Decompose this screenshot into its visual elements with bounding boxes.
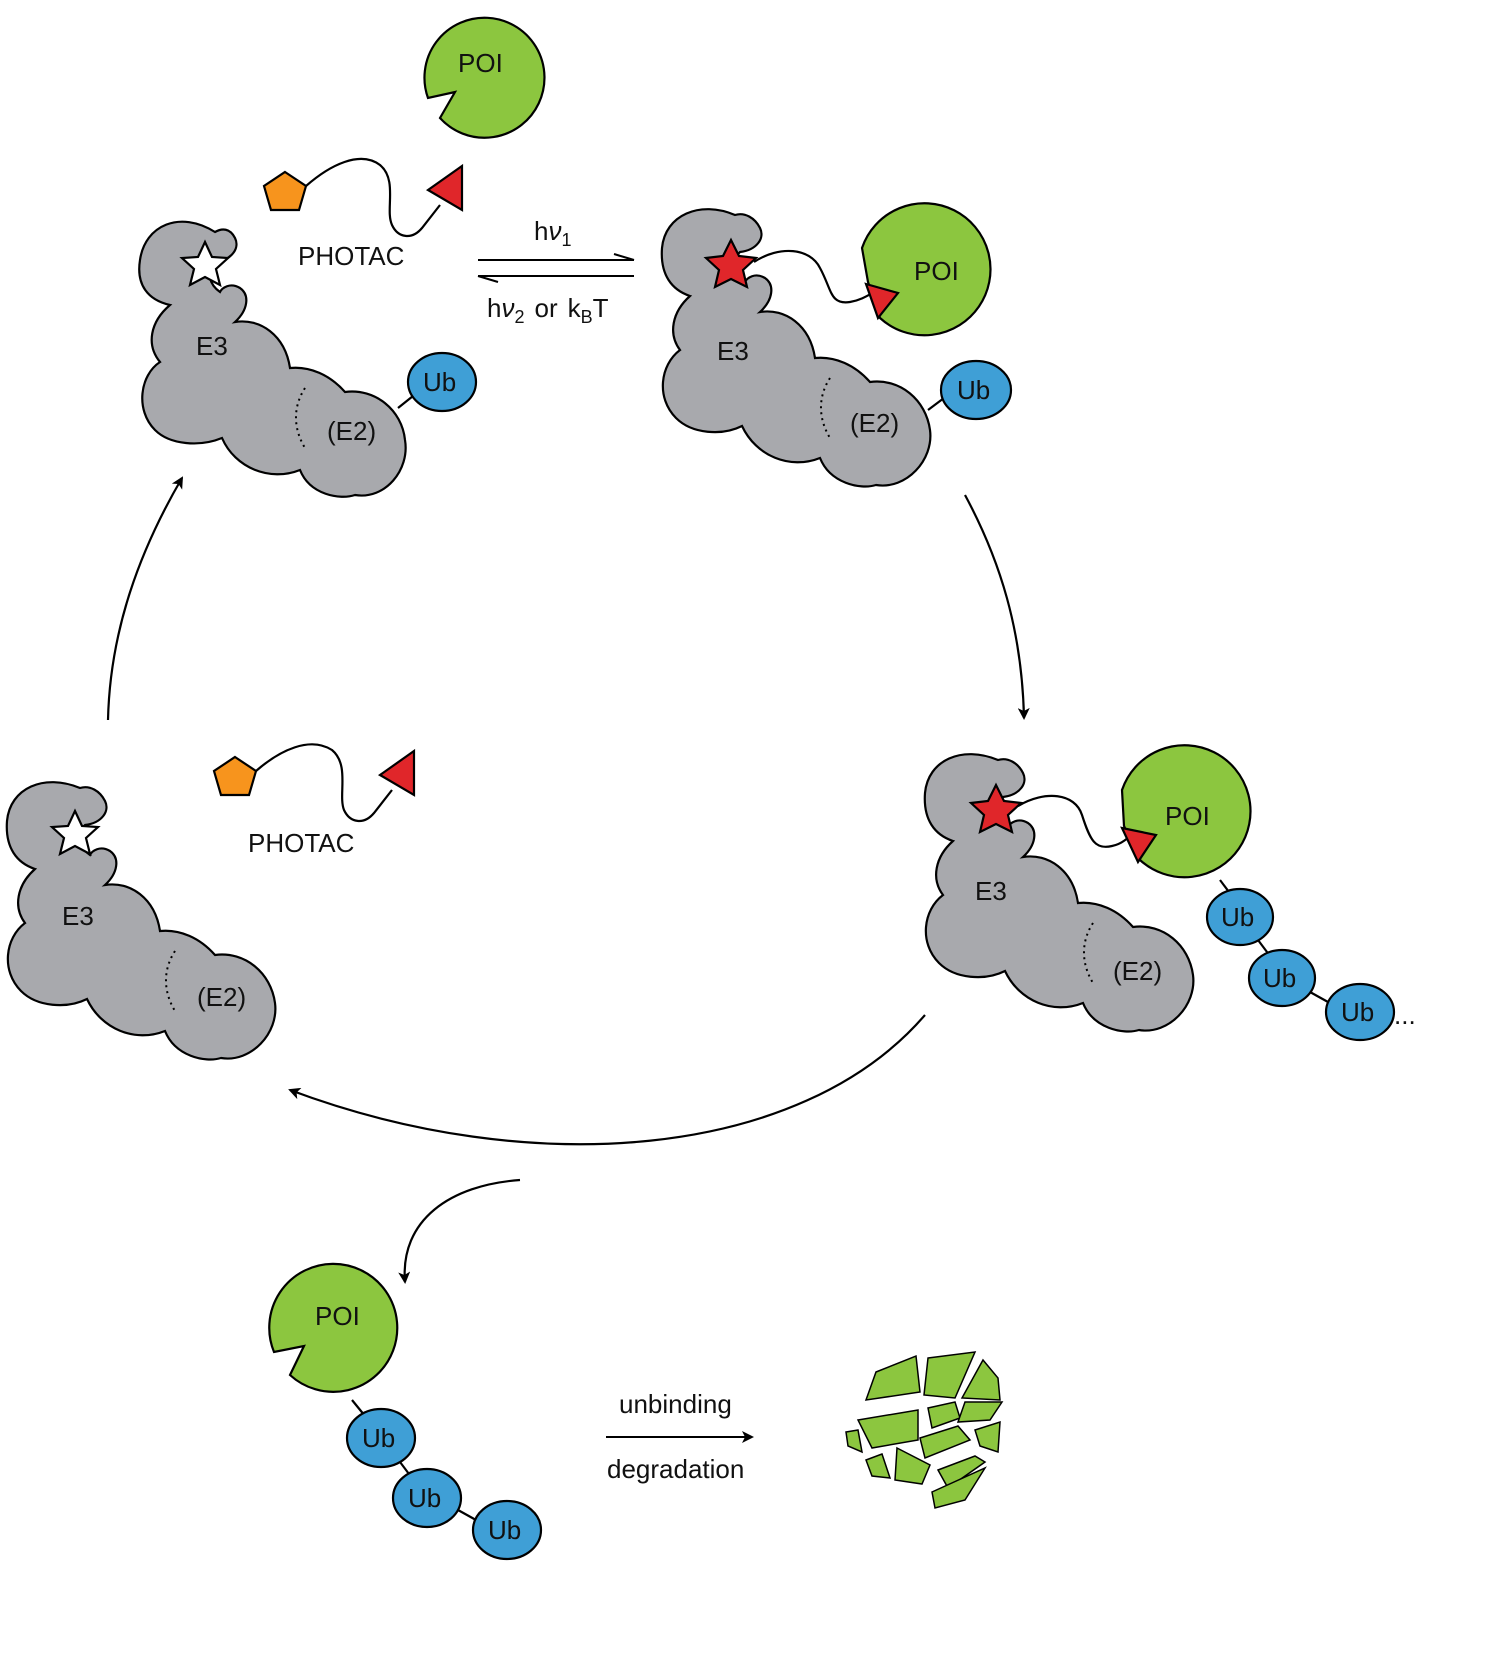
state-right: E3 (E2) POI Ub Ub Ub ... — [923, 744, 1416, 1042]
ub-label: Ub — [488, 1515, 521, 1545]
reverse-h: h — [487, 293, 501, 323]
e3-label: E3 — [717, 336, 749, 366]
poi-label: POI — [914, 256, 959, 286]
e3-ligase: E3 (E2) — [5, 781, 277, 1061]
e3-label: E3 — [62, 901, 94, 931]
forward-sub: 1 — [561, 230, 571, 250]
photac-molecule: PHOTAC — [212, 743, 416, 858]
state-top-right: E3 (E2) Ub POI — [660, 202, 1013, 488]
degradation-label: degradation — [607, 1454, 744, 1484]
ub-label: Ub — [408, 1483, 441, 1513]
degradation-arrow: unbinding degradation — [606, 1389, 754, 1484]
star-outline-icon — [179, 239, 231, 288]
degraded-fragments-icon — [845, 1351, 1004, 1509]
poi-label: POI — [458, 48, 503, 78]
triangle-icon — [1120, 826, 1158, 865]
forward-nu: ν — [548, 216, 561, 246]
pentagon-icon — [262, 170, 308, 212]
reverse-k: k — [568, 293, 582, 323]
poi-bound: POI — [753, 202, 992, 337]
ub-label: Ub — [1263, 963, 1296, 993]
poi-label: POI — [315, 1301, 360, 1331]
ellipsis-label: ... — [1394, 1000, 1416, 1030]
star-filled-icon — [703, 237, 759, 290]
ub-label: Ub — [957, 375, 990, 405]
triangle-icon — [864, 282, 900, 321]
e3-label: E3 — [196, 331, 228, 361]
e3-ligase: E3 (E2) — [138, 220, 407, 498]
triangle-icon — [377, 748, 416, 797]
e3-ligase: E3 (E2) — [923, 753, 1195, 1033]
ub-label: Ub — [1341, 997, 1374, 1027]
ubiquitin-chain: Ub Ub Ub ... — [1205, 879, 1416, 1042]
cycle-arrows — [106, 476, 1030, 1284]
svg-text:hν1: hν1 — [534, 216, 571, 250]
e2-label: (E2) — [197, 982, 246, 1012]
poi-free: POI — [423, 16, 546, 139]
unbinding-label: unbinding — [619, 1389, 732, 1419]
reverse-B: B — [581, 307, 593, 327]
poi-label: POI — [1165, 801, 1210, 831]
ub-label: Ub — [362, 1423, 395, 1453]
ub-label: Ub — [1221, 902, 1254, 932]
reverse-or: or — [534, 293, 557, 323]
poi-bound: POI — [1017, 744, 1252, 879]
e2-label: (E2) — [327, 416, 376, 446]
ubiquitin-single: Ub — [397, 351, 478, 413]
ubiquitin-chain: Ub Ub Ub — [345, 1399, 543, 1561]
ub-label: Ub — [423, 367, 456, 397]
photac-label: PHOTAC — [298, 241, 404, 271]
ubiquitin-single: Ub — [927, 359, 1013, 421]
triangle-icon — [425, 163, 464, 212]
star-outline-icon — [49, 808, 101, 857]
state-left: E3 (E2) PHOTAC — [5, 743, 416, 1061]
pentagon-icon — [212, 755, 258, 797]
e3-label: E3 — [975, 876, 1007, 906]
reverse-sub: 2 — [514, 307, 524, 327]
star-filled-icon — [968, 782, 1024, 835]
forward-h: h — [534, 216, 548, 246]
photac-molecule: PHOTAC — [262, 157, 464, 271]
e3-ligase: E3 (E2) — [660, 208, 932, 488]
reverse-nu: ν — [501, 293, 514, 323]
e2-label: (E2) — [1113, 956, 1162, 986]
photac-label: PHOTAC — [248, 828, 354, 858]
reverse-T: T — [593, 293, 609, 323]
poi-ubiquitinated: POI — [268, 1262, 399, 1393]
state-top-left: E3 (E2) Ub PHOTAC POI — [138, 16, 546, 498]
state-bottom: POI Ub Ub Ub unbinding degradation — [268, 1262, 1004, 1561]
e2-label: (E2) — [850, 408, 899, 438]
